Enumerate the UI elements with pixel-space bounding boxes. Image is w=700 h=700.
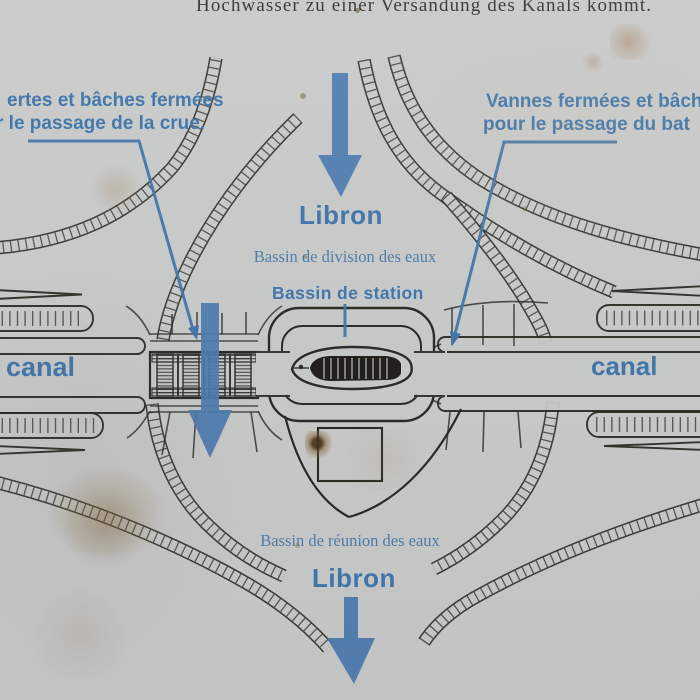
right-note-line2: pour le passage du bat [483, 114, 690, 135]
right-note-line1: Vannes fermées et bâch [486, 91, 700, 112]
blue-annotations [28, 73, 617, 684]
flow-arrow-center [188, 303, 232, 458]
division-basin-label: Bassin de division des eaux [253, 247, 437, 266]
leader-right-arrowhead [450, 331, 461, 346]
left-note-line1: ertes et bâches fermées [7, 90, 224, 111]
left-note-line2: r le passage de la crue. [0, 113, 206, 134]
flow-arrow-top [318, 73, 362, 197]
canal-label-right: canal [591, 351, 658, 381]
flow-arrow-bottom [327, 597, 375, 684]
reunion-basin-label: Bassin de réunion des eaux [260, 531, 440, 550]
canal-label-left: canal [6, 352, 76, 382]
german-caption: Hochwasser zu einer Versandung des Kanal… [196, 0, 653, 16]
leader-right-line [452, 140, 617, 339]
boat [293, 356, 401, 381]
river-label-top: Libron [299, 200, 383, 230]
leader-left-arrowhead [188, 325, 199, 340]
river-label-bottom: Libron [312, 563, 396, 593]
left-canal [0, 289, 146, 455]
leader-left-line [28, 139, 196, 334]
station-basin-label: Bassin de station [272, 283, 424, 303]
right-canal [427, 285, 700, 451]
